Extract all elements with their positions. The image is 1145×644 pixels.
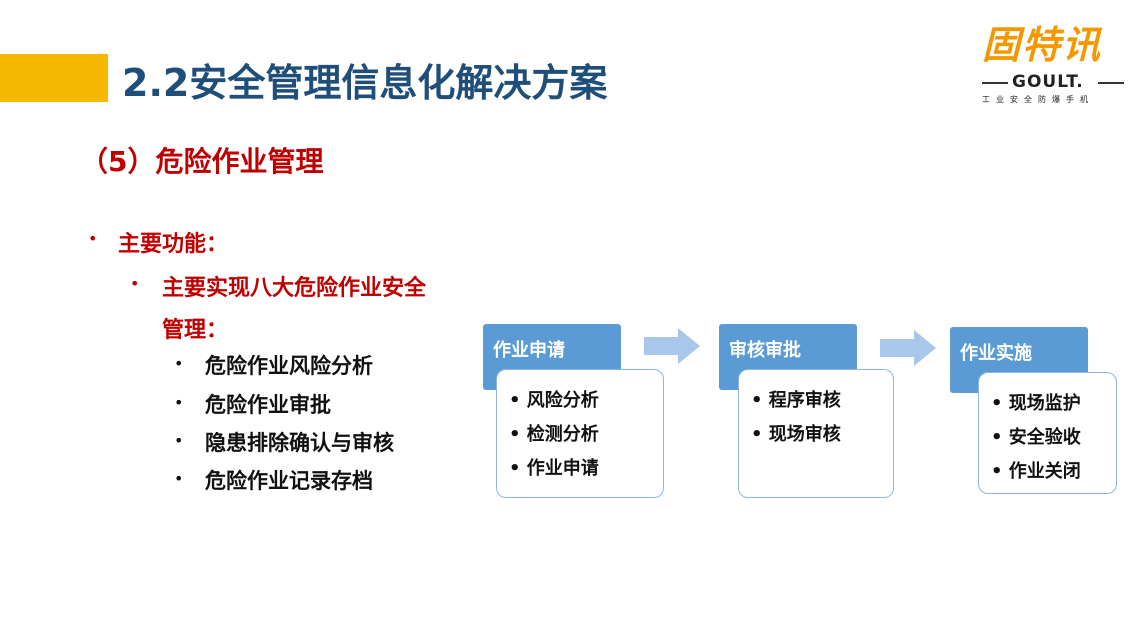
slide-title: 2.2安全管理信息化解决方案 bbox=[122, 61, 608, 105]
section-heading: （5）危险作业管理 bbox=[80, 145, 324, 178]
bullet-dot: • bbox=[174, 431, 184, 450]
logo-brand-text: GOULT. bbox=[1012, 72, 1084, 92]
flow-step-review-items: 程序审核 现场审核 bbox=[738, 369, 894, 498]
logo-main-text: 固特讯 bbox=[982, 23, 1103, 67]
logo-rule-left bbox=[982, 82, 1008, 84]
bullet-main-functions: 主要功能： bbox=[118, 232, 229, 257]
logo-tagline: 工业安全防爆手机 bbox=[982, 95, 1094, 104]
bullet-eight-operations: 主要实现八大危险作业安全 管理： bbox=[162, 268, 426, 352]
flow-item: 检测分析 bbox=[509, 418, 663, 452]
bullet-dot: • bbox=[88, 229, 98, 248]
bullet-risk-analysis: 危险作业风险分析 bbox=[205, 354, 373, 378]
flow-item: 程序审核 bbox=[751, 384, 893, 418]
flow-item: 作业申请 bbox=[509, 452, 663, 486]
flow-item: 作业关闭 bbox=[991, 455, 1116, 489]
title-accent-bar bbox=[0, 54, 108, 102]
flow-item: 风险分析 bbox=[509, 384, 663, 418]
bullet-dot: • bbox=[130, 274, 140, 293]
flow-arrow-right-icon bbox=[880, 330, 936, 366]
bullet-eight-operations-line1: 主要实现八大危险作业安全 bbox=[162, 276, 427, 301]
flow-step-execute-items: 现场监护 安全验收 作业关闭 bbox=[978, 372, 1117, 494]
bullet-dot: • bbox=[174, 393, 184, 412]
flow-item: 安全验收 bbox=[991, 421, 1116, 455]
flow-step-apply-items: 风险分析 检测分析 作业申请 bbox=[496, 369, 664, 498]
flow-arrow-right-icon bbox=[644, 328, 700, 364]
bullet-dot: • bbox=[174, 354, 184, 373]
bullet-record-archive: 危险作业记录存档 bbox=[205, 469, 373, 493]
bullet-dot: • bbox=[174, 469, 184, 488]
bullet-approval: 危险作业审批 bbox=[205, 393, 331, 417]
company-logo: 固特讯 GOULT. 工业安全防爆手机 bbox=[978, 14, 1128, 104]
bullet-hazard-review: 隐患排除确认与审核 bbox=[205, 431, 394, 455]
bullet-eight-operations-line2: 管理： bbox=[162, 318, 229, 343]
flow-item: 现场审核 bbox=[751, 418, 893, 452]
logo-rule-right bbox=[1098, 82, 1124, 84]
flow-item: 现场监护 bbox=[991, 387, 1116, 421]
